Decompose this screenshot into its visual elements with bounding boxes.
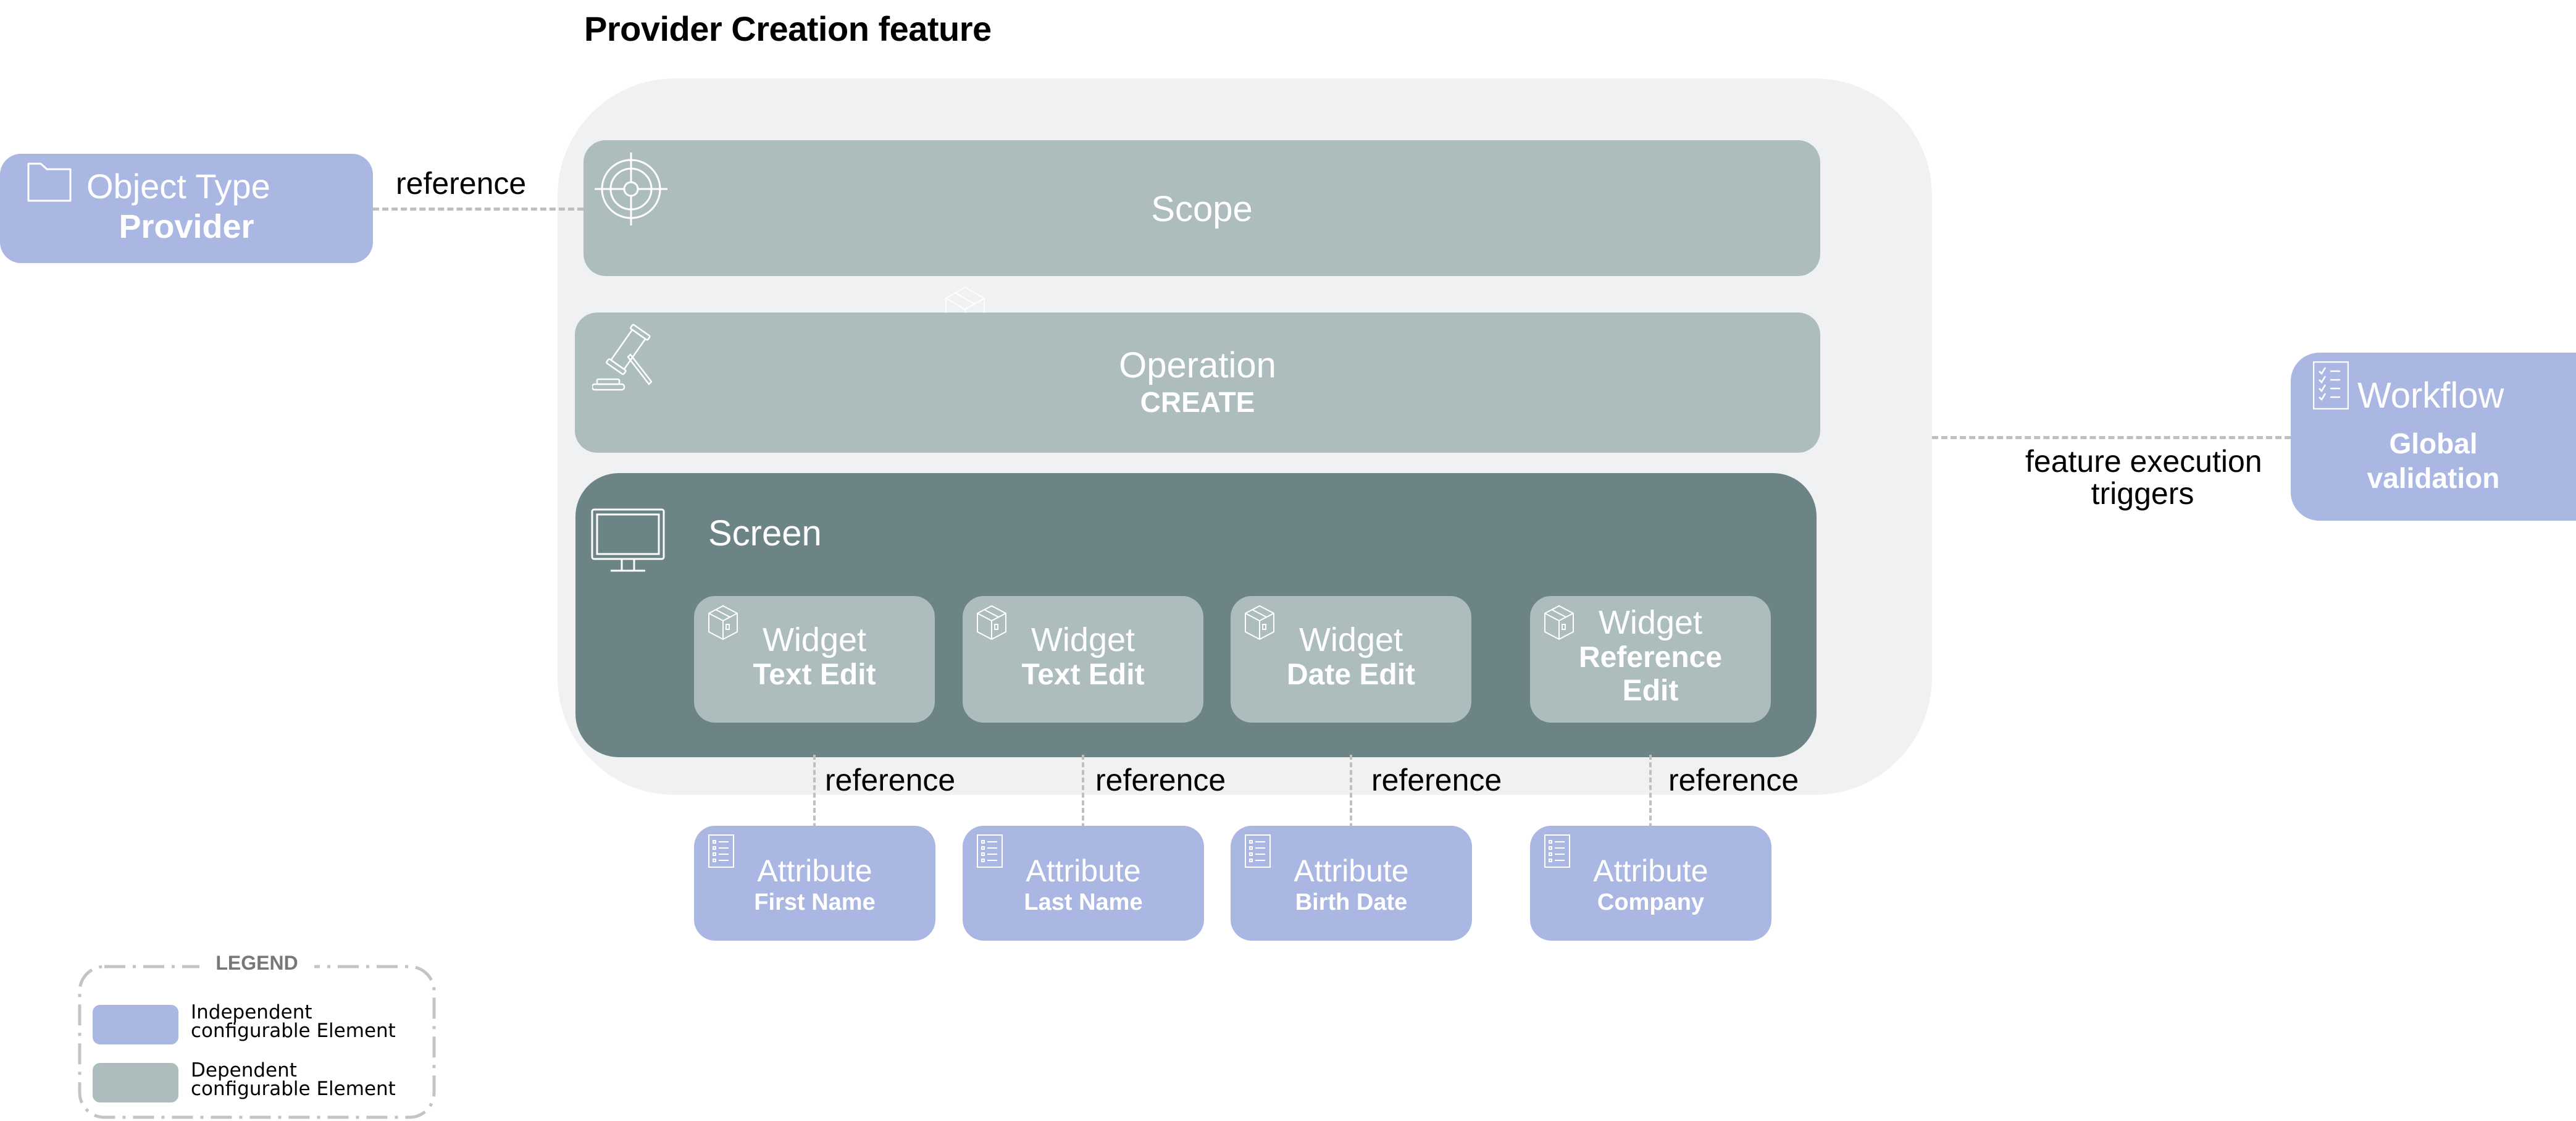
widget-label: Widget	[1298, 621, 1403, 658]
diagram-title: Provider Creation feature	[584, 9, 992, 48]
gavel-icon	[592, 322, 661, 392]
workflow-connector-label-line1: feature execution	[2025, 444, 2262, 479]
target-icon	[592, 150, 670, 228]
attribute-value: Last Name	[1024, 889, 1143, 915]
list-icon	[708, 834, 734, 868]
widget-value: Text Edit	[1021, 658, 1145, 691]
checklist-icon	[2313, 361, 2349, 409]
legend-label-dependent-line2: configurable Element	[191, 1078, 396, 1100]
list-icon	[977, 834, 1003, 868]
widget-label: Widget	[1598, 604, 1703, 641]
attribute-birth-date[interactable]: Attribute Birth Date	[1231, 826, 1472, 941]
legend-label-independent-line2: configurable Element	[191, 1020, 396, 1042]
attribute-label: Attribute	[757, 854, 872, 888]
legend-label-dependent-line1: Dependent	[191, 1059, 297, 1081]
widget-value: Text Edit	[753, 658, 876, 691]
attribute-label: Attribute	[1593, 854, 1708, 888]
monitor-icon	[591, 508, 665, 573]
attribute-value: First Name	[754, 889, 876, 915]
box-icon	[1544, 605, 1574, 640]
folder-icon	[27, 162, 72, 203]
widget-label: Widget	[1031, 621, 1135, 658]
operation-value: CREATE	[1140, 386, 1255, 418]
widget-attribute-connector	[1082, 755, 1084, 859]
scope-box[interactable]: Scope	[583, 140, 1820, 276]
box-icon	[945, 286, 985, 314]
list-icon	[1544, 834, 1570, 868]
box-icon	[708, 605, 738, 640]
attribute-last-name[interactable]: Attribute Last Name	[963, 826, 1204, 941]
widget-date-edit[interactable]: Widget Date Edit	[1231, 596, 1471, 723]
attribute-label: Attribute	[1026, 854, 1141, 888]
workflow-value-line2: validation	[2367, 462, 2500, 494]
scope-label: Scope	[1151, 189, 1253, 229]
legend-swatch-dependent	[93, 1063, 178, 1102]
box-icon	[976, 605, 1007, 640]
operation-label: Operation	[1119, 345, 1276, 385]
object-type-box[interactable]: Object Type Provider	[0, 154, 373, 263]
attribute-connector-label: reference	[1668, 763, 1799, 797]
object-type-connector-label: reference	[396, 166, 527, 201]
object-type-connector	[373, 208, 583, 211]
legend-title-text: LEGEND	[199, 952, 314, 974]
widget-value-line1: Reference	[1578, 641, 1723, 674]
workflow-box[interactable]: Workflow Global validation	[2291, 353, 2576, 521]
list-icon	[1245, 834, 1271, 868]
attribute-connector-label: reference	[825, 763, 956, 797]
widget-label: Widget	[762, 621, 867, 658]
attribute-connector-label: reference	[1371, 763, 1502, 797]
widget-reference-edit[interactable]: Widget Reference Edit	[1530, 596, 1771, 723]
attribute-label: Attribute	[1294, 854, 1409, 888]
operation-box[interactable]: Operation CREATE	[575, 313, 1820, 453]
screen-label: Screen	[708, 513, 822, 553]
widget-text-edit-second[interactable]: Widget Text Edit	[963, 596, 1203, 723]
widget-attribute-connector	[813, 755, 816, 859]
object-type-label: Object Type	[86, 167, 270, 206]
legend-label-independent-line1: Independent	[191, 1001, 312, 1023]
attribute-company[interactable]: Attribute Company	[1530, 826, 1771, 941]
attribute-value: Company	[1597, 889, 1705, 915]
attribute-first-name[interactable]: Attribute First Name	[694, 826, 935, 941]
attribute-value: Birth Date	[1295, 889, 1408, 915]
workflow-value-line1: Global	[2389, 427, 2478, 460]
box-icon	[1244, 605, 1275, 640]
widget-value: Date Edit	[1286, 658, 1416, 691]
workflow-connector-label-line2: triggers	[2091, 476, 2194, 511]
workflow-connector	[1932, 436, 2291, 439]
attribute-connector-label: reference	[1095, 763, 1226, 797]
object-type-value: Provider	[119, 208, 254, 245]
legend-title: LEGEND	[78, 952, 436, 975]
legend-swatch-independent	[93, 1005, 178, 1044]
workflow-label: Workflow	[2357, 376, 2504, 416]
widget-attribute-connector	[1350, 755, 1352, 859]
widget-attribute-connector	[1649, 755, 1652, 859]
legend	[78, 965, 436, 1119]
widget-value-line2: Edit	[1622, 674, 1679, 707]
widget-text-edit-first[interactable]: Widget Text Edit	[694, 596, 935, 723]
